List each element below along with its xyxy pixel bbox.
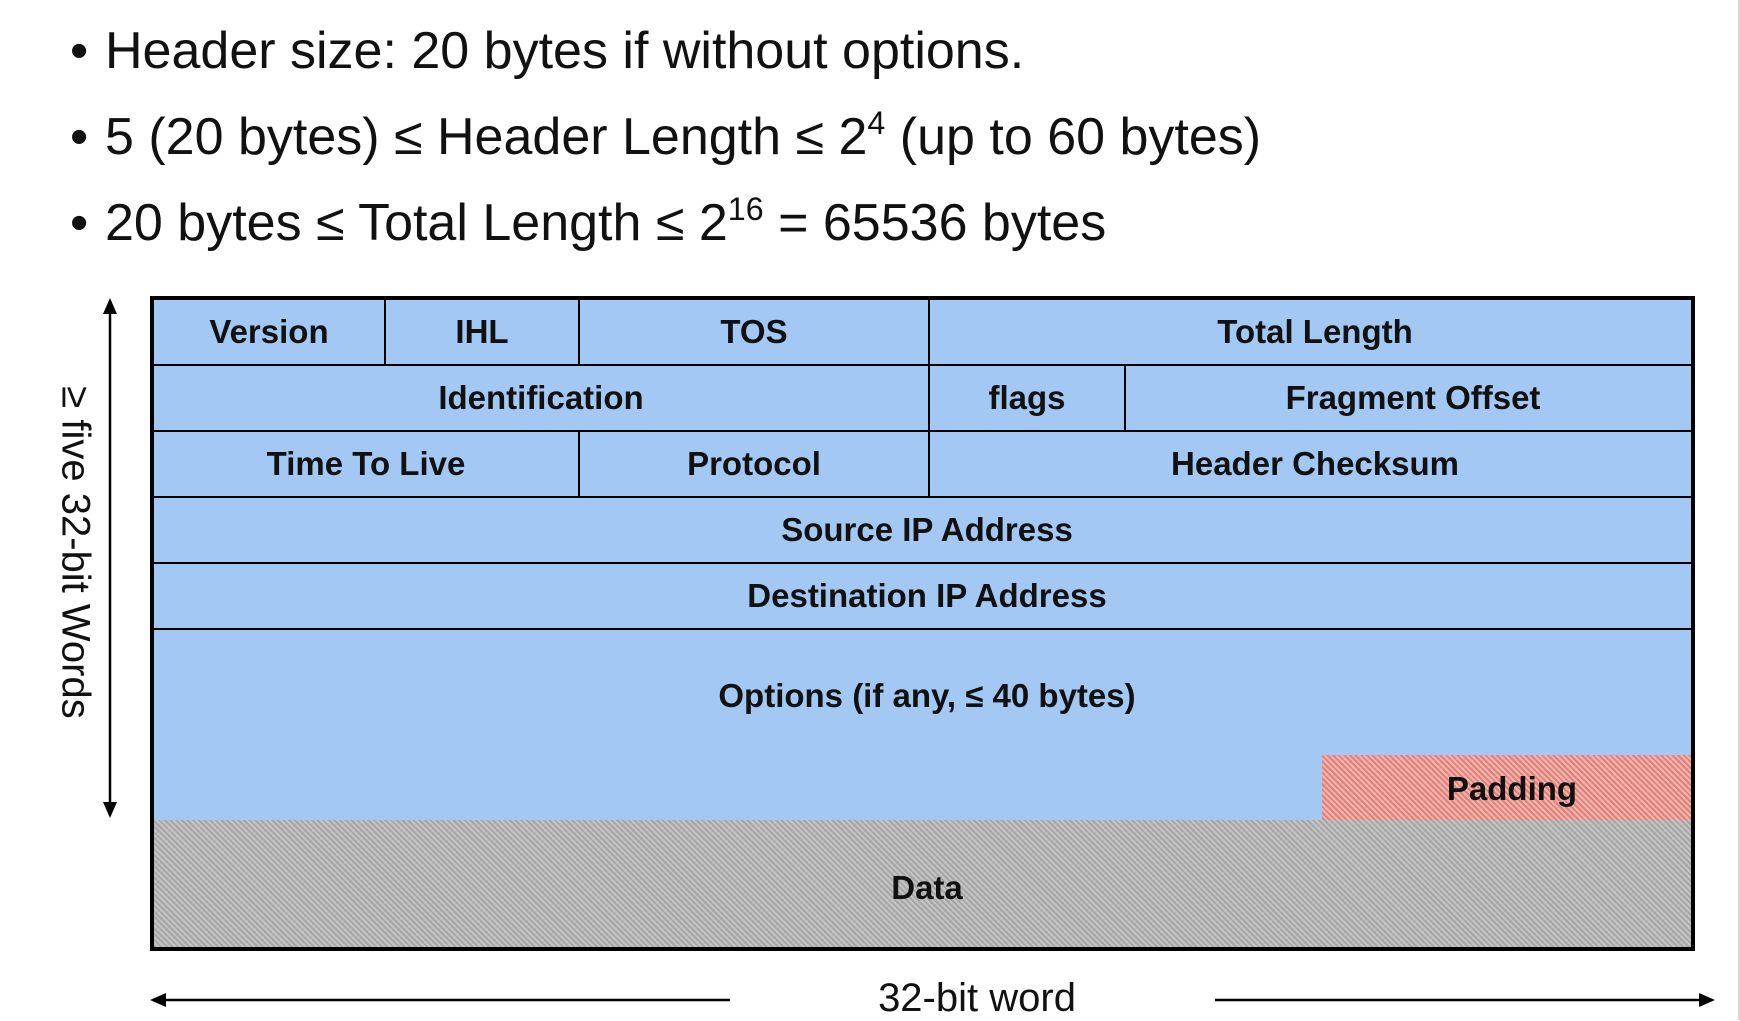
field-padding: Padding xyxy=(1322,755,1691,822)
bullet-text: 20 bytes ≤ Total Length ≤ 216 = 65536 by… xyxy=(105,191,1107,252)
field-ihl: IHL xyxy=(386,300,580,366)
bullet-text: Header size: 20 bytes if without options… xyxy=(105,22,1025,80)
field-destination-ip: Destination IP Address xyxy=(154,564,1691,630)
bullet-dot: • xyxy=(70,108,89,166)
exponent: 4 xyxy=(867,105,886,142)
vertical-double-arrow xyxy=(103,298,117,818)
ip-header-diagram: Version IHL TOS Total Length Identificat… xyxy=(150,296,1695,951)
field-tos: TOS xyxy=(580,300,930,366)
left-arrow xyxy=(150,993,730,1007)
bullet-header-size: • Header size: 20 bytes if without optio… xyxy=(70,8,1261,94)
right-arrow xyxy=(1215,993,1715,1007)
field-source-ip: Source IP Address xyxy=(154,498,1691,564)
field-protocol: Protocol xyxy=(580,432,930,498)
field-header-checksum: Header Checksum xyxy=(930,432,1691,498)
page-right-border xyxy=(1738,0,1740,1020)
field-version: Version xyxy=(154,300,386,366)
bullet-text: 5 (20 bytes) ≤ Header Length ≤ 24 (up to… xyxy=(105,105,1262,166)
bullet-dot: • xyxy=(70,22,89,80)
side-label: ≥ five 32-bit Words xyxy=(53,385,98,719)
bullet-header-length: • 5 (20 bytes) ≤ Header Length ≤ 24 (up … xyxy=(70,94,1261,180)
exponent: 16 xyxy=(727,191,764,228)
field-total-length: Total Length xyxy=(930,300,1691,366)
bullet-list: • Header size: 20 bytes if without optio… xyxy=(70,8,1261,266)
field-fragment-offset: Fragment Offset xyxy=(1126,366,1691,432)
field-flags: flags xyxy=(930,366,1126,432)
bullet-total-length: • 20 bytes ≤ Total Length ≤ 216 = 65536 … xyxy=(70,180,1261,266)
field-time-to-live: Time To Live xyxy=(154,432,580,498)
field-identification: Identification xyxy=(154,366,930,432)
field-data: Data xyxy=(154,820,1691,947)
word-width-label: 32-bit word xyxy=(878,976,1076,1020)
field-options: Options (if any, ≤ 40 bytes) xyxy=(154,630,1691,762)
bullet-dot: • xyxy=(70,194,89,252)
